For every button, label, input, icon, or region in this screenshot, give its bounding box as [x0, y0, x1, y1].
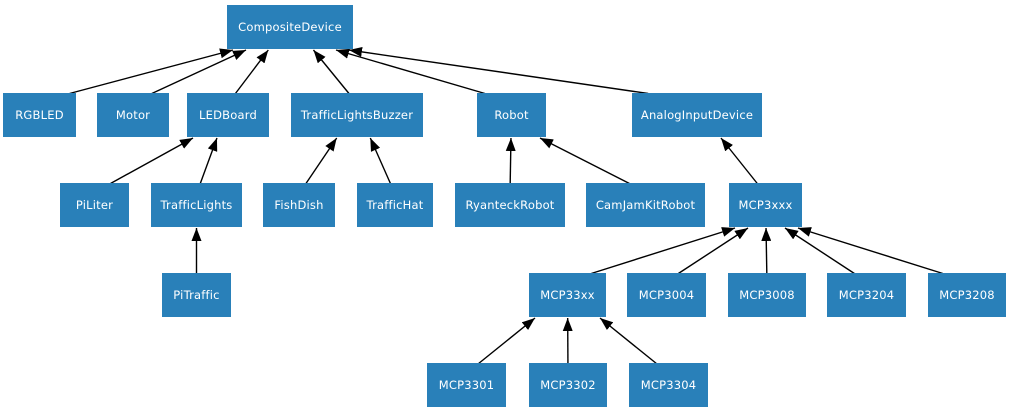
edge-CamJamKitRobot-to-Robot [539, 137, 630, 185]
edge-MCP3304-to-MCP33xx [599, 317, 657, 365]
node-mcp3204[interactable]: MCP3204 [827, 273, 906, 317]
node-label: AnalogInputDevice [640, 108, 754, 122]
edge-AnalogInputDevice-to-CompositeDevice [348, 46, 649, 95]
edge-Robot-to-CompositeDevice [335, 48, 486, 95]
node-label: MCP3008 [739, 288, 795, 302]
node-label: MCP3004 [638, 288, 695, 302]
node-label: TrafficLightsBuzzer [300, 108, 414, 122]
node-fishdish[interactable]: FishDish [263, 183, 335, 227]
edge-Motor-to-CompositeDevice [151, 49, 247, 95]
node-mcp33xx[interactable]: MCP33xx [529, 273, 606, 317]
node-label: RyanteckRobot [465, 198, 555, 212]
edge-TrafficLights-to-LEDBoard [199, 137, 218, 184]
edge-TrafficLightsBuzzer-to-CompositeDevice [312, 49, 350, 94]
node-mcp3304[interactable]: MCP3304 [629, 363, 708, 407]
edge-LEDBoard-to-CompositeDevice [234, 49, 269, 94]
node-label: MCP33xx [540, 288, 595, 302]
node-analoginputdevice[interactable]: AnalogInputDevice [632, 93, 762, 137]
edge-MCP3xxx-to-AnalogInputDevice [720, 137, 758, 184]
node-mcp3xxx[interactable]: MCP3xxx [729, 183, 802, 227]
node-label: PiTraffic [173, 288, 220, 302]
node-camjamkitrobot[interactable]: CamJamKitRobot [586, 183, 705, 227]
edge-TrafficHat-to-TrafficLightsBuzzer [369, 137, 392, 184]
node-label: CompositeDevice [238, 20, 342, 34]
node-rgbled[interactable]: RGBLED [3, 93, 76, 137]
node-label: CamJamKitRobot [595, 198, 696, 212]
node-label: Motor [115, 108, 151, 122]
edge-MCP3004-to-MCP3xxx [677, 227, 749, 275]
node-trafficlights[interactable]: TrafficLights [151, 183, 242, 227]
node-robot[interactable]: Robot [477, 93, 546, 137]
node-label: MCP3208 [939, 288, 995, 302]
node-traffichat[interactable]: TrafficHat [357, 183, 433, 227]
node-label: LEDBoard [199, 108, 257, 122]
node-pitraffic[interactable]: PiTraffic [162, 273, 231, 317]
node-motor[interactable]: Motor [97, 93, 169, 137]
node-label: MCP3301 [438, 378, 495, 392]
node-label: MCP3302 [540, 378, 596, 392]
node-label: MCP3204 [838, 288, 895, 302]
edge-MCP3008-to-MCP3xxx [761, 227, 772, 274]
node-mcp3008[interactable]: MCP3008 [728, 273, 806, 317]
node-label: TrafficHat [366, 198, 424, 212]
edge-FishDish-to-TrafficLightsBuzzer [305, 137, 338, 184]
node-compositedevice[interactable]: CompositeDevice [227, 5, 353, 49]
node-ryanteckrobot[interactable]: RyanteckRobot [455, 183, 565, 227]
node-label: Robot [494, 108, 529, 122]
node-piliter[interactable]: PiLiter [60, 183, 129, 227]
node-label: FishDish [274, 198, 324, 212]
edge-MCP3204-to-MCP3xxx [784, 227, 855, 275]
node-label: TrafficLights [160, 198, 233, 212]
node-label: PiLiter [75, 198, 114, 212]
node-trafficlightsbuzzer[interactable]: TrafficLightsBuzzer [291, 93, 423, 137]
node-mcp3208[interactable]: MCP3208 [928, 273, 1006, 317]
edge-RGBLED-to-CompositeDevice [69, 48, 234, 95]
edge-RyanteckRobot-to-Robot [505, 137, 516, 184]
edge-MCP3301-to-MCP33xx [478, 317, 536, 365]
node-ledboard[interactable]: LEDBoard [187, 93, 269, 137]
node-label: MCP3xxx [738, 198, 793, 212]
node-mcp3004[interactable]: MCP3004 [627, 273, 706, 317]
node-label: RGBLED [15, 108, 64, 122]
edge-MCP33xx-to-MCP3xxx [591, 227, 736, 275]
node-mcp3302[interactable]: MCP3302 [529, 363, 607, 407]
edge-MCP3208-to-MCP3xxx [797, 227, 944, 275]
node-mcp3301[interactable]: MCP3301 [427, 363, 506, 407]
node-label: MCP3304 [640, 378, 697, 392]
edge-PiLiter-to-LEDBoard [110, 137, 194, 185]
